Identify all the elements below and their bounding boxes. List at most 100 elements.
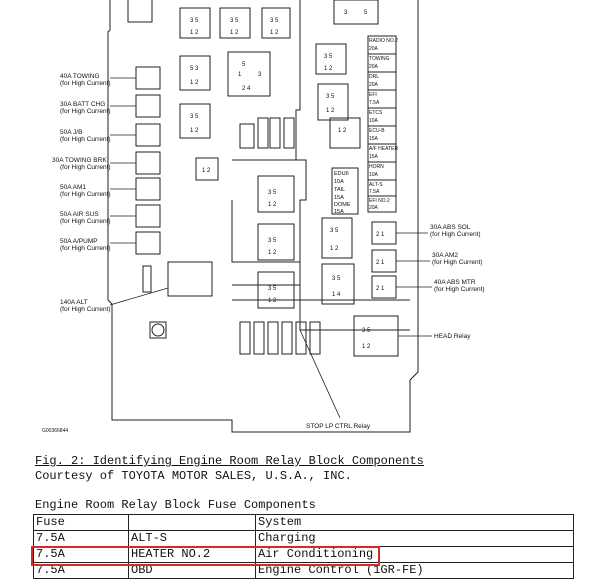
svg-text:TOWING: TOWING — [369, 56, 390, 62]
alt-terminal-stud — [151, 323, 165, 337]
relay-2 — [219, 7, 251, 39]
fuse-block-30a-towing-brk — [135, 151, 161, 175]
svg-text:3 5: 3 5 — [190, 18, 199, 24]
relay-7 — [195, 157, 219, 181]
label-head-relay: HEAD Relay — [434, 333, 471, 340]
svg-text:1 2: 1 2 — [202, 168, 211, 174]
left-fuse-labels: 40A TOWING (for High Current) 30A BATT C… — [52, 73, 111, 313]
fuse-column-mid — [331, 167, 359, 215]
relay-group-middle — [257, 175, 355, 309]
svg-text:15A: 15A — [369, 154, 379, 160]
figure-caption: Fig. 2: Identifying Engine Room Relay Bl… — [35, 454, 424, 484]
fuse-strip-center — [239, 117, 295, 149]
svg-text:ALT-S: ALT-S — [369, 182, 383, 188]
svg-text:3 5: 3 5 — [362, 328, 371, 334]
svg-text:3 5: 3 5 — [326, 94, 335, 100]
svg-text:1 2: 1 2 — [190, 128, 199, 134]
svg-text:2 1: 2 1 — [376, 232, 385, 238]
svg-text:5 3: 5 3 — [190, 66, 199, 72]
svg-text:5: 5 — [242, 62, 246, 68]
cell-name: OBD — [128, 562, 256, 579]
cell-system: Engine Control (1GR-FE) — [255, 562, 574, 579]
svg-text:3 5: 3 5 — [190, 114, 199, 120]
svg-text:EDU6: EDU6 — [334, 171, 349, 177]
svg-text:(for High Current): (for High Current) — [60, 245, 111, 252]
svg-text:15A: 15A — [369, 136, 379, 142]
svg-text:10A: 10A — [369, 118, 379, 124]
svg-text:TAIL: TAIL — [334, 187, 345, 193]
label-30a-am2: 30A AM2 — [432, 252, 458, 259]
svg-text:20A: 20A — [369, 64, 379, 70]
svg-text:RADIO NO.2: RADIO NO.2 — [369, 38, 398, 44]
svg-text:10A: 10A — [369, 172, 379, 178]
svg-text:7.5A: 7.5A — [369, 100, 380, 106]
svg-text:1 2: 1 2 — [362, 344, 371, 350]
svg-text:2 1: 2 1 — [376, 260, 385, 266]
label-50a-am1: 50A AM1 — [60, 184, 86, 191]
mid-fuse-labels: EDU6 10A TAIL 15A DOME 15A — [334, 171, 351, 215]
fuse-block-30a-batt-chg — [135, 94, 161, 118]
figure-code: G00366844 — [42, 428, 68, 434]
fuse-strip-bottom — [239, 321, 321, 355]
cell-system: Charging — [255, 530, 574, 547]
cell-fuse: 7.5A — [33, 562, 129, 579]
svg-text:1 2: 1 2 — [268, 250, 277, 256]
relay-m1 — [257, 175, 295, 213]
relay-m4 — [321, 217, 353, 259]
svg-text:(for High Current): (for High Current) — [60, 306, 111, 313]
label-50a-a-pump: 50A A/PUMP — [60, 238, 98, 245]
figure-title: Fig. 2: Identifying Engine Room Relay Bl… — [35, 454, 424, 468]
svg-text:2 4: 2 4 — [242, 86, 251, 92]
svg-text:3 5: 3 5 — [270, 18, 279, 24]
svg-text:DRL: DRL — [369, 74, 379, 80]
table-header-row: Fuse System — [33, 514, 574, 531]
label-30a-batt-chg: 30A BATT CHG — [60, 101, 105, 108]
svg-text:3 5: 3 5 — [268, 190, 277, 196]
svg-text:20A: 20A — [369, 46, 379, 52]
label-50a-air-sus: 50A AIR SUS — [60, 211, 99, 218]
svg-text:3 5: 3 5 — [268, 238, 277, 244]
fuse-block-140a-alt — [167, 261, 213, 297]
right-small-fuse-labels: RADIO NO.2 20A TOWING 20A DRL 20A EFI 7.… — [369, 38, 398, 211]
svg-text:(for High Current): (for High Current) — [430, 231, 481, 238]
relay-9 — [317, 83, 349, 121]
head-relay-box — [353, 315, 399, 357]
fuse-block-50a-a-pump — [135, 231, 161, 255]
svg-text:1 2: 1 2 — [330, 246, 339, 252]
svg-text:1 2: 1 2 — [326, 108, 335, 114]
relay-m3 — [257, 271, 295, 309]
header-name — [128, 514, 256, 531]
table-row-highlighted: 7.5A HEATER NO.2 Air Conditioning — [33, 546, 574, 563]
relay-10 — [329, 117, 361, 149]
relay-block-diagram: 40A TOWING (for High Current) 30A BATT C… — [42, 0, 485, 434]
header-system: System — [255, 514, 574, 531]
relay-1 — [179, 7, 211, 39]
svg-text:DOME: DOME — [334, 202, 351, 208]
svg-text:1 4: 1 4 — [332, 292, 341, 298]
svg-text:20A: 20A — [369, 205, 379, 211]
svg-text:3 5: 3 5 — [230, 18, 239, 24]
svg-text:1 2: 1 2 — [268, 202, 277, 208]
svg-text:3 5: 3 5 — [332, 276, 341, 282]
relay-8 — [315, 43, 347, 75]
svg-text:1 2: 1 2 — [324, 66, 333, 72]
svg-text:1 2: 1 2 — [230, 30, 239, 36]
relay-m5 — [321, 263, 355, 305]
svg-text:(for High Current): (for High Current) — [60, 80, 111, 87]
label-30a-abs-sol: 30A ABS SOL — [430, 224, 471, 231]
svg-text:1 2: 1 2 — [190, 80, 199, 86]
svg-text:15A: 15A — [334, 209, 344, 215]
fuse-block-50a-jb — [135, 123, 161, 147]
relay-3 — [261, 7, 291, 39]
cell-name: ALT-S — [128, 530, 256, 547]
cell-name: HEATER NO.2 — [128, 546, 256, 563]
label-40a-abs-mtr: 40A ABS MTR — [434, 279, 476, 286]
svg-text:3 5: 3 5 — [330, 228, 339, 234]
svg-text:10A: 10A — [334, 179, 344, 185]
svg-text:(for High Current): (for High Current) — [60, 108, 111, 115]
svg-text:1 2: 1 2 — [190, 30, 199, 36]
svg-text:ECU-B: ECU-B — [369, 128, 385, 134]
header-fuse: Fuse — [33, 514, 129, 531]
svg-text:15A: 15A — [334, 195, 344, 201]
svg-text:EFI: EFI — [369, 92, 377, 98]
